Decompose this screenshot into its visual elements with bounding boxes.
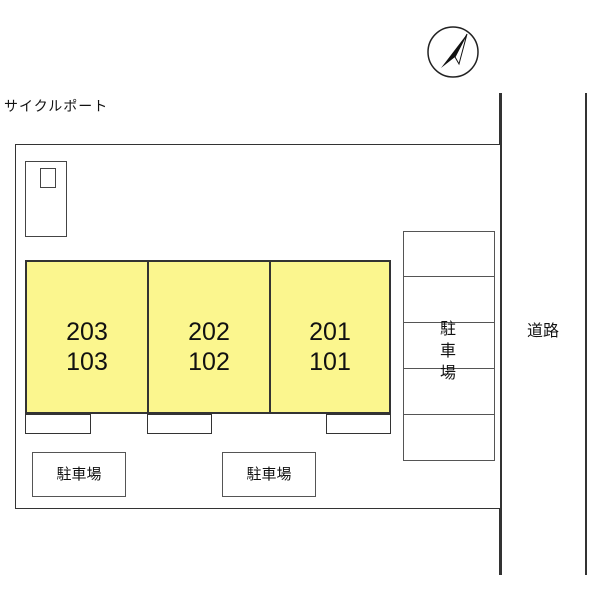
unit-203-103: 203 103 (25, 260, 149, 414)
parking-box-left: 駐車場 (32, 452, 126, 497)
unit-label: 203 103 (27, 317, 147, 377)
unit-lower-number: 101 (309, 348, 351, 376)
parking-lot-stall (403, 369, 495, 415)
side-parking-char: 場 (439, 363, 456, 382)
cycle-port-label: サイクルポート (4, 99, 109, 115)
cycle-port (25, 161, 67, 237)
unit-label: 201 101 (271, 317, 389, 377)
unit-label: 202 102 (149, 317, 269, 377)
side-parking-char: 車 (439, 341, 456, 360)
parking-lot-stall (403, 323, 495, 369)
parking-box-center: 駐車場 (222, 452, 316, 497)
parking-lot-stall (403, 277, 495, 323)
balcony (147, 414, 212, 434)
road-label: 道路 (527, 321, 560, 340)
unit-upper-number: 203 (66, 318, 108, 346)
balcony (25, 414, 91, 434)
unit-lower-number: 102 (188, 348, 230, 376)
cycle-port-inner (40, 168, 56, 188)
unit-202-102: 202 102 (147, 260, 271, 414)
unit-201-101: 201 101 (269, 260, 391, 414)
balcony (326, 414, 391, 434)
unit-upper-number: 202 (188, 318, 230, 346)
unit-lower-number: 103 (66, 348, 108, 376)
road-line-right (585, 93, 587, 575)
unit-upper-number: 201 (309, 318, 351, 346)
side-parking-label: 駐 車 場 (433, 318, 463, 384)
parking-lot-stall (403, 415, 495, 461)
parking-lot-stall (403, 231, 495, 277)
side-parking-char: 駐 (439, 319, 456, 338)
north-arrow-icon (427, 26, 479, 78)
